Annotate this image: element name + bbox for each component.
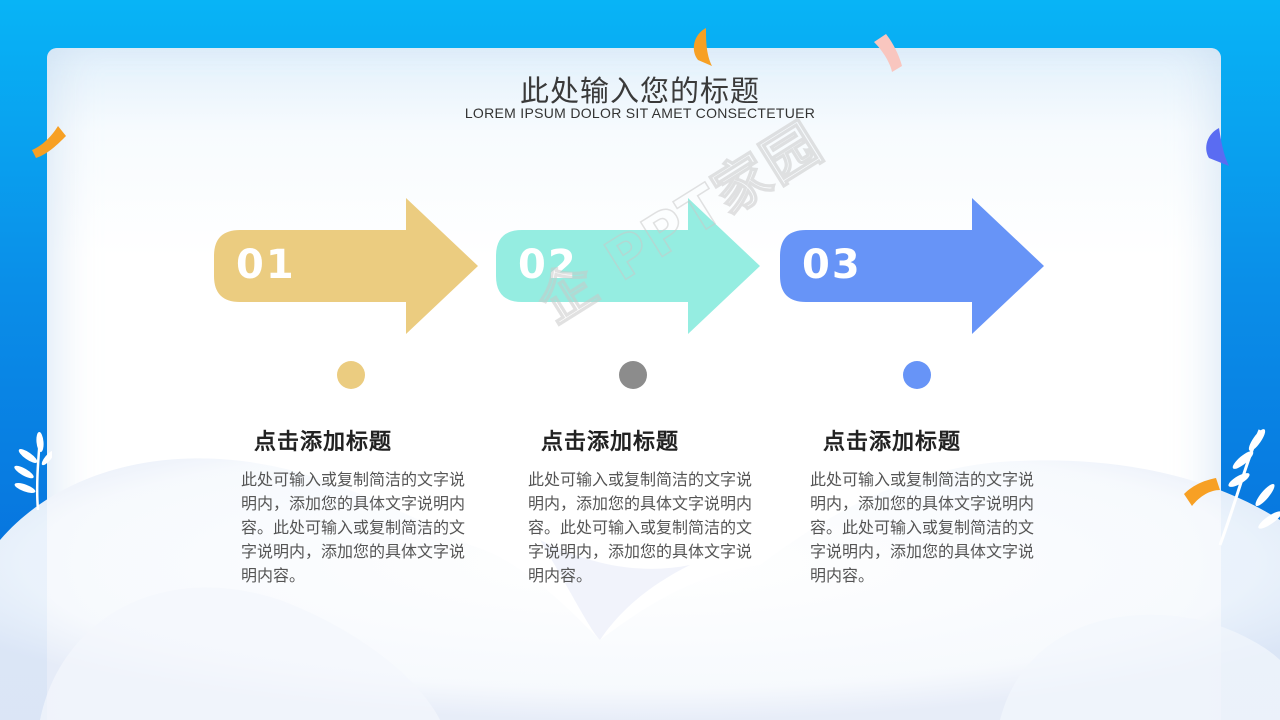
step-arrow-2[interactable]: 02 <box>496 198 764 334</box>
step-title-1[interactable]: 点击添加标题 <box>254 430 393 455</box>
step-number: 02 <box>518 242 578 288</box>
step-number: 03 <box>802 242 862 288</box>
step-title-2[interactable]: 点击添加标题 <box>541 430 680 455</box>
confetti-orange-top-icon <box>693 28 712 66</box>
step-arrow-1[interactable]: 01 <box>214 198 482 334</box>
leaf-right-icon <box>1218 429 1280 546</box>
page-subtitle: LOREM IPSUM DOLOR SIT AMET CONSECTETUER <box>464 105 816 121</box>
confetti-orange-left-icon <box>32 126 66 158</box>
confetti-pink-icon <box>874 34 902 72</box>
step-number: 01 <box>236 242 296 288</box>
step-dot-1 <box>337 361 365 389</box>
step-description-3[interactable]: 此处可输入或复制简洁的文字说明内，添加您的具体文字说明内容。此处可输入或复制简洁… <box>810 470 1035 585</box>
step-arrow-3[interactable]: 03 <box>780 198 1048 334</box>
confetti-blue-icon <box>1206 128 1229 166</box>
arrow-shape-icon <box>780 198 1044 334</box>
arrow-shape-icon <box>496 198 760 334</box>
page-title: 此处输入您的标题 <box>519 74 760 108</box>
step-dot-2 <box>619 361 647 389</box>
step-title-3[interactable]: 点击添加标题 <box>823 430 962 455</box>
step-description-2[interactable]: 此处可输入或复制简洁的文字说明内，添加您的具体文字说明内容。此处可输入或复制简洁… <box>528 470 753 585</box>
step-description-1[interactable]: 此处可输入或复制简洁的文字说明内，添加您的具体文字说明内容。此处可输入或复制简洁… <box>241 470 466 585</box>
step-dot-3 <box>903 361 931 389</box>
confetti-orange-right-icon <box>1184 478 1220 506</box>
arrow-shape-icon <box>214 198 478 334</box>
leaf-left-icon <box>14 432 52 511</box>
